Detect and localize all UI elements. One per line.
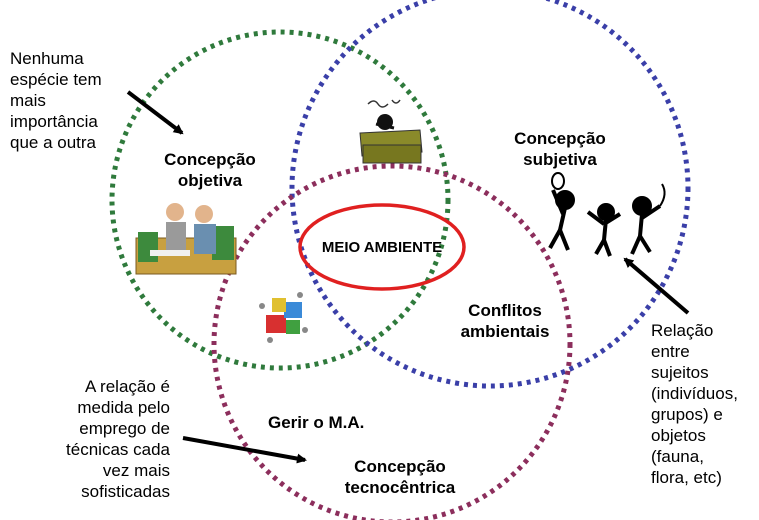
stick-figures-illustration [548, 172, 666, 257]
note-relacao-tecnicas: A relação é medida pelo emprego de técni… [66, 377, 170, 501]
circle-objetiva [109, 29, 451, 371]
puzzle-illustration [259, 292, 308, 343]
circle-tecnocentrica [211, 163, 573, 520]
note-relacao-sujeitos: Relação entre sujeitos (indivíduos, grup… [651, 321, 738, 487]
arrow-sujeitos [623, 257, 690, 315]
meio-ambiente-ellipse [298, 203, 466, 291]
desk-illustration [359, 99, 423, 164]
label-gerir-ma: Gerir o M.A. [268, 413, 365, 432]
label-concepcao-tecnocentrica: Concepção tecnocêntrica [344, 457, 456, 497]
arrow-tecnica [182, 436, 307, 464]
label-meio-ambiente: MEIO AMBIENTE [321, 239, 443, 256]
meeting-illustration [135, 203, 237, 275]
circle-subjetiva [289, 0, 691, 389]
label-conflitos-ambientais: Conflitos ambientais [460, 301, 550, 341]
label-concepcao-subjetiva: Concepção subjetiva [514, 129, 606, 169]
note-nenhuma-especie: Nenhuma espécie tem mais importância que… [10, 49, 102, 152]
label-concepcao-objetiva: Concepção objetiva [164, 150, 256, 190]
arrow-nenhuma [126, 90, 184, 135]
